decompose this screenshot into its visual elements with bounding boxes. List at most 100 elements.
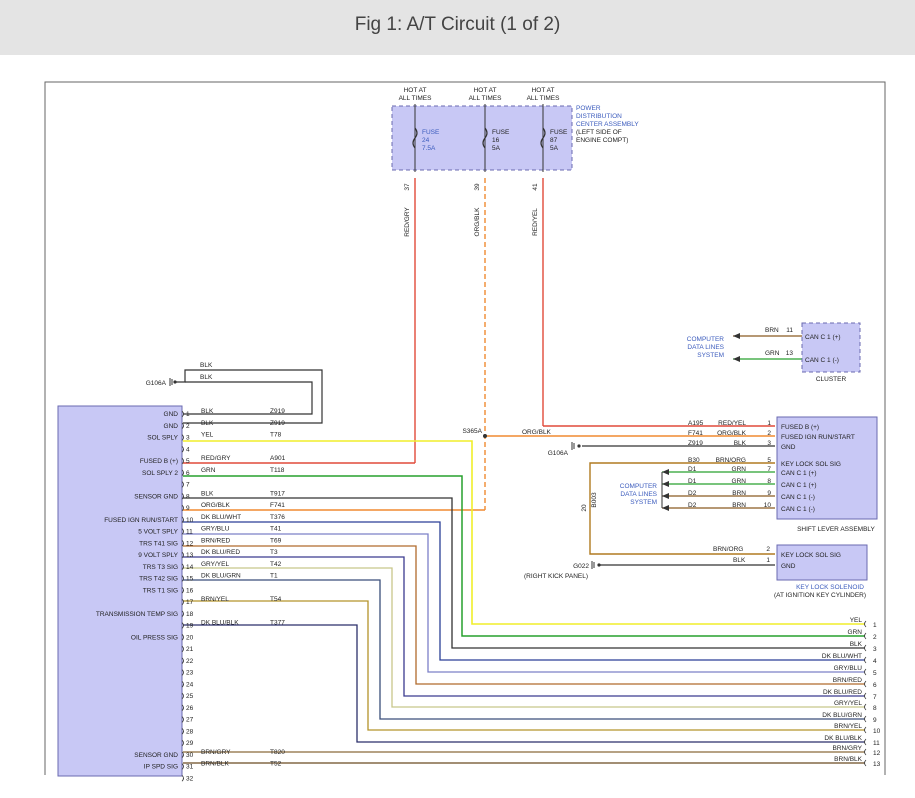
output-wire-color: BRN/GRY <box>833 745 863 752</box>
wire-dkblu-wht-out <box>183 521 865 661</box>
hot-label-3-line-2: ALL TIMES <box>527 95 561 102</box>
tcm-pin-circuit: T78 <box>270 432 282 439</box>
shift-pin-color: GRN <box>732 466 747 473</box>
cluster-cdl-line-1: COMPUTER <box>687 336 725 343</box>
shift-pin-color: BRN <box>732 490 746 497</box>
output-wire-num: 4 <box>873 658 877 665</box>
tcm-pin-label: 5 VOLT SPLY <box>138 529 178 536</box>
tcm-pin-num: 3 <box>186 435 190 442</box>
tcm-pin-label: FUSED IGN RUN/START <box>104 517 178 524</box>
connector-icon <box>181 774 184 782</box>
connector-icon <box>181 516 184 524</box>
wire-gry-blu-out <box>183 533 865 673</box>
shift-pin-num: 3 <box>767 440 771 447</box>
connector-icon <box>864 644 867 652</box>
tcm-pin-row: 27 <box>181 716 194 724</box>
wire-blk-out <box>183 497 865 649</box>
fuse-2-num: 16 <box>492 137 500 144</box>
tcm-pin-num: 21 <box>186 646 194 653</box>
connector-icon <box>181 727 184 735</box>
arrow-left-icon <box>733 333 740 339</box>
tcm-pin-num: 24 <box>186 681 194 688</box>
connector-icon <box>181 680 184 688</box>
fuse-3-num: 87 <box>550 137 558 144</box>
arrow-left-icon <box>662 469 669 475</box>
splice-dot <box>577 444 581 448</box>
key-lock-ground-label: G022 <box>573 563 589 570</box>
tcm-pin-circuit: F741 <box>270 502 285 509</box>
pdc-label-line-3: CENTER ASSEMBLY <box>576 121 639 128</box>
fuse-2-name: FUSE <box>492 129 510 136</box>
arrow-left-icon <box>733 356 740 362</box>
cluster-name: CLUSTER <box>816 376 847 383</box>
shift-pin-num: 9 <box>767 490 771 497</box>
pdc-label-line-4: (LEFT SIDE OF <box>576 129 622 136</box>
header-bar: Fig 1: A/T Circuit (1 of 2) <box>0 0 915 55</box>
wire-layer <box>175 178 865 764</box>
pdc-label-line-1: POWER <box>576 105 601 112</box>
output-wire-color: DK BLU/WHT <box>822 653 862 660</box>
output-wire-num: 12 <box>873 750 881 757</box>
tcm-pin-color: RED/GRY <box>201 455 231 462</box>
tcm-pin-color: GRN <box>201 467 216 474</box>
tcm-pin-color: BRN/BLK <box>201 761 229 768</box>
connector-icon <box>181 539 184 547</box>
wire-blk-gnd-1 <box>175 369 323 424</box>
connector-icon <box>181 598 184 606</box>
wire-yel-out <box>183 440 865 625</box>
shift-pin-label: KEY LOCK SOL SIG <box>781 461 841 468</box>
output-wire-num: 2 <box>873 634 877 641</box>
key-lock-pin-1-color: BLK <box>733 557 746 564</box>
connector-icon <box>864 668 867 676</box>
ground-wire-label-2: BLK <box>200 374 213 381</box>
shift-pin-circuit: F741 <box>688 430 703 437</box>
key-lock-pin-2-num: 2 <box>766 546 770 553</box>
page-title: Fig 1: A/T Circuit (1 of 2) <box>354 14 561 35</box>
shift-pin-circuit: D2 <box>688 490 697 497</box>
shift-pin-num: 7 <box>767 466 771 473</box>
connector-icon <box>181 669 184 676</box>
tcm-pin-label: IP SPD SIG <box>144 764 178 771</box>
connector-icon <box>181 575 184 582</box>
tcm-pin-num: 16 <box>186 587 194 594</box>
tcm-pin-circuit: T3 <box>270 549 278 556</box>
tcm-pin-num: 22 <box>186 658 194 665</box>
shift-cdl-line-2: DATA LINES <box>620 491 657 498</box>
splice-dot <box>173 380 177 384</box>
shift-pin-label: CAN C 1 (+) <box>781 470 817 477</box>
connector-icon <box>181 657 184 665</box>
shift-pin-circuit: Z919 <box>688 440 703 447</box>
tcm-pin-num: 9 <box>186 505 190 512</box>
connector-icon <box>864 726 867 734</box>
hot-label-1-line-1: HOT AT <box>404 87 427 94</box>
splice-dot <box>597 563 601 567</box>
cluster-pin-11: 11 <box>786 327 793 334</box>
tcm-pin-circuit: T54 <box>270 596 282 603</box>
shift-pin-color: ORG/BLK <box>717 430 747 437</box>
cluster-pin-13-label: CAN C 1 (-) <box>805 357 839 364</box>
power-distribution-center: HOT AT ALL TIMES HOT AT ALL TIMES HOT AT… <box>391 87 639 237</box>
wire-label-red-gry: RED/GRY <box>404 207 411 237</box>
shift-pin-color: GRN <box>732 478 747 485</box>
tcm-pin-label: SENSOR GND <box>134 752 178 759</box>
fuse-2-amp: 5A <box>492 145 501 152</box>
connector-icon <box>864 680 867 688</box>
vertical-wire-pin: 20 <box>581 504 588 512</box>
tcm-pin-row: 24 <box>181 680 194 688</box>
pin-37: 37 <box>404 183 411 191</box>
shift-pin-circuit: D1 <box>688 478 697 485</box>
splice-s365a: S365A ORG/BLK <box>462 428 552 438</box>
key-lock-pin-1-num: 1 <box>766 557 770 564</box>
connector-icon <box>181 492 184 500</box>
